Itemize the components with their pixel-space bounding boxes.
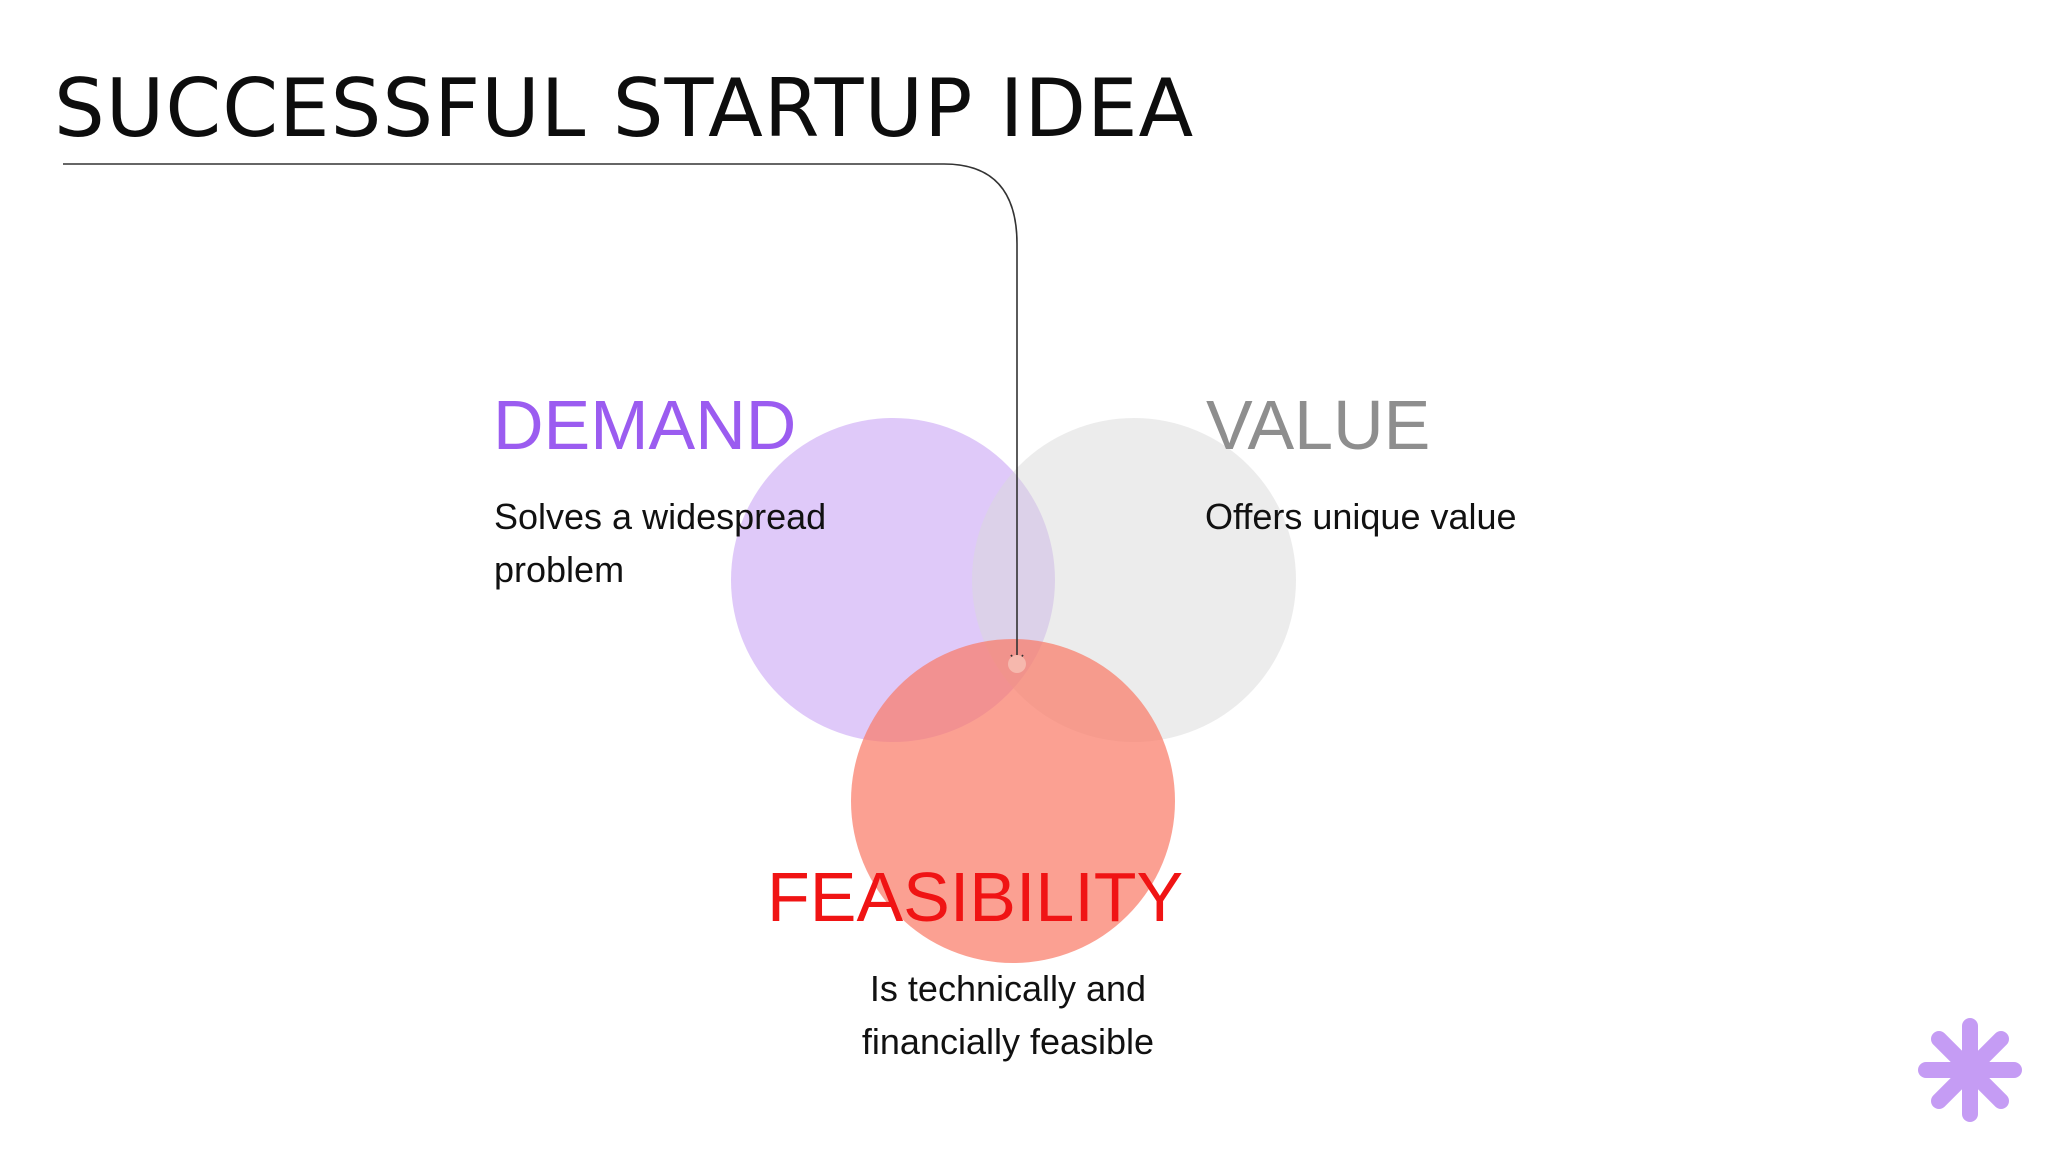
value-description: Offers unique value xyxy=(1205,496,1517,537)
value-label: VALUE xyxy=(1206,386,1431,464)
demand-label: DEMAND xyxy=(493,386,797,464)
feasibility-description: Is technically and financially feasible xyxy=(861,968,1155,1062)
asterisk-icon xyxy=(1918,1018,2022,1122)
feasibility-label: FEASIBILITY xyxy=(767,858,1184,936)
page-title: SUCCESSFUL STARTUP IDEA xyxy=(54,62,1195,155)
demand-description: Solves a widespread problem xyxy=(494,496,827,590)
feasibility-circle xyxy=(851,639,1175,963)
intersection-dot xyxy=(1008,655,1026,673)
connector-line xyxy=(63,163,1018,660)
